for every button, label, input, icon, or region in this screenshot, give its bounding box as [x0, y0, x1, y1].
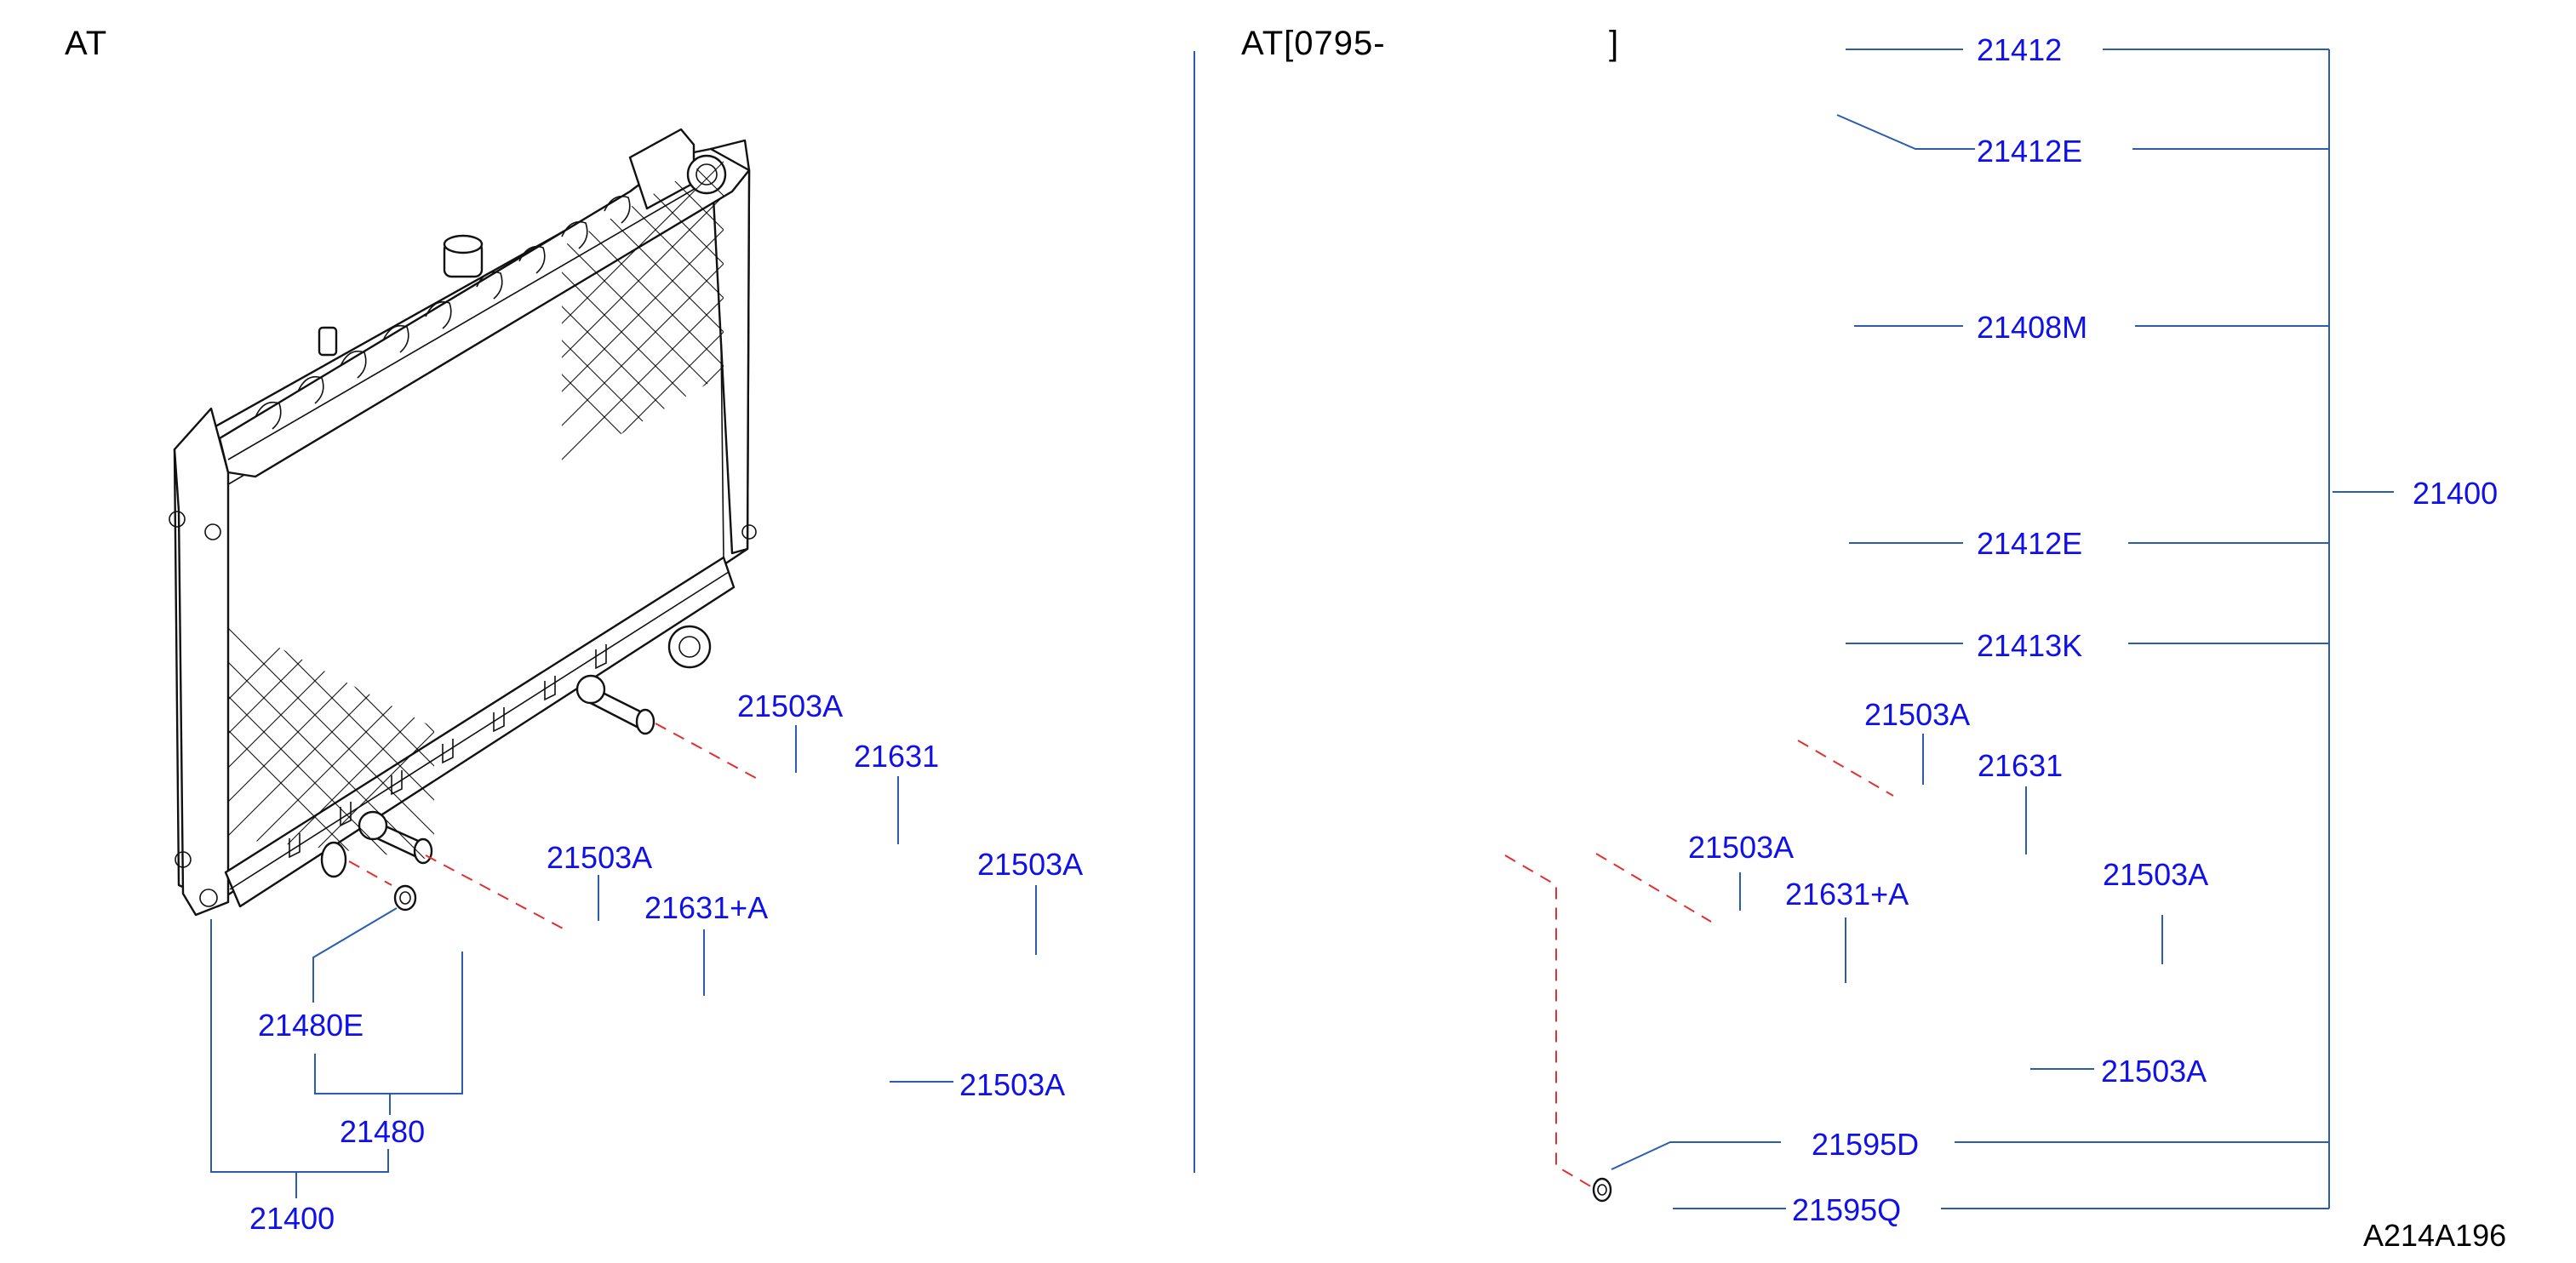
label-21503a[interactable]: 21503A [547, 840, 652, 875]
radiator-illustration [169, 128, 757, 917]
label-21503a[interactable]: 21503A [2103, 857, 2208, 892]
label-21595d[interactable]: 21595D [1812, 1127, 1919, 1162]
left-labels: 21503A 21631 21503A 21503A 21631+A 21480… [249, 689, 1083, 1236]
label-21413k[interactable]: 21413K [1977, 628, 2082, 663]
washer-21595d [1592, 1177, 1612, 1203]
label-21412e[interactable]: 21412E [1977, 134, 2082, 169]
label-21412e[interactable]: 21412E [1977, 526, 2082, 561]
label-21408m[interactable]: 21408M [1977, 310, 2087, 345]
label-21595q[interactable]: 21595Q [1792, 1192, 1901, 1227]
left-section-title: AT [65, 25, 107, 62]
right-leader-lines [1504, 49, 2394, 1209]
label-21631-a[interactable]: 21631+A [1785, 877, 1909, 912]
diagram-ref-code: A214A196 [2363, 1218, 2506, 1253]
label-21412[interactable]: 21412 [1977, 32, 2062, 67]
label-21400[interactable]: 21400 [249, 1201, 335, 1236]
right-section-title-end: ] [1609, 25, 1619, 62]
label-21503a[interactable]: 21503A [959, 1067, 1065, 1102]
label-21631[interactable]: 21631 [854, 739, 939, 774]
label-21503a[interactable]: 21503A [1864, 697, 1970, 732]
label-21503a[interactable]: 21503A [2101, 1054, 2207, 1089]
label-21480[interactable]: 21480 [340, 1114, 425, 1149]
label-21503a[interactable]: 21503A [1688, 830, 1794, 865]
right-labels: 21412 21412E 21408M 21400 21412E 21413K … [1688, 32, 2498, 1227]
right-section-title: AT[0795- [1241, 25, 1386, 62]
label-21480e[interactable]: 21480E [258, 1008, 364, 1043]
label-21631-a[interactable]: 21631+A [644, 890, 768, 925]
label-21503a[interactable]: 21503A [977, 847, 1083, 882]
label-21631[interactable]: 21631 [1978, 748, 2063, 783]
label-21400[interactable]: 21400 [2413, 476, 2498, 511]
label-21503a[interactable]: 21503A [737, 689, 843, 723]
left-leader-lines [210, 723, 1037, 1198]
